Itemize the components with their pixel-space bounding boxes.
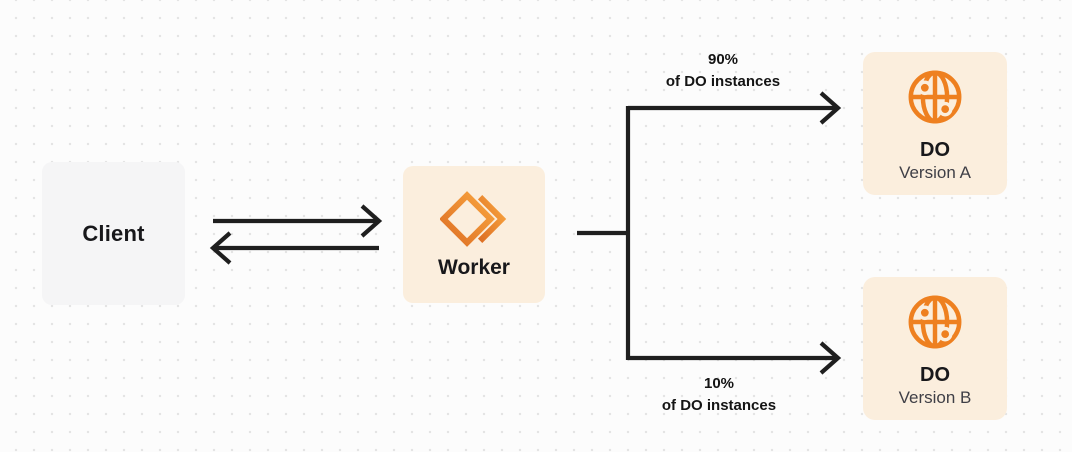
do-b-title: DO (920, 364, 950, 387)
branch-a-label: 90% of DO instances (628, 49, 818, 93)
globe-icon (904, 66, 966, 138)
client-label: Client (82, 220, 145, 246)
branch-a-percent: 90% (707, 51, 739, 68)
worker-node: Worker (403, 166, 545, 303)
branch-b-percent: 10% (703, 375, 735, 392)
branch-b-label: 10% of DO instances (624, 373, 814, 417)
cloudflare-worker-icon (440, 190, 508, 248)
worker-label: Worker (438, 255, 510, 279)
do-b-subtitle: Version B (898, 388, 972, 408)
do-version-b-node: DO Version B (863, 277, 1007, 420)
branch-a-arrowhead (819, 91, 842, 125)
client-node: Client (42, 162, 185, 305)
worker-to-client-arrowhead (209, 231, 232, 265)
do-a-title: DO (920, 139, 950, 162)
do-version-a-node: DO Version A (863, 52, 1007, 195)
client-to-worker-arrowhead (360, 204, 383, 238)
branch-a-caption: of DO instances (665, 72, 781, 90)
globe-icon (904, 291, 966, 363)
do-a-subtitle: Version A (899, 163, 971, 183)
branch-b-caption: of DO instances (661, 396, 777, 414)
branch-b-arrowhead (819, 341, 842, 375)
